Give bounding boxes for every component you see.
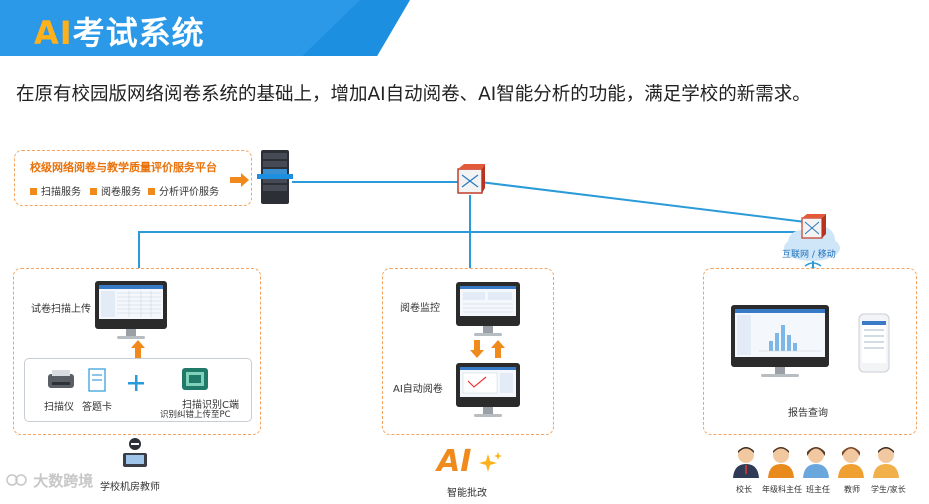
service-grade-label: 阅卷服务 xyxy=(101,187,141,198)
link-bus xyxy=(138,231,812,233)
cloud-icon xyxy=(784,214,840,261)
teacher-avatar-icon xyxy=(838,447,864,478)
watermark: 大数跨境 xyxy=(6,470,93,491)
teacher-icon xyxy=(123,438,147,467)
left-monitor-foot xyxy=(117,336,145,339)
header-banner-highlight xyxy=(0,0,360,56)
head-teacher-avatar-icon xyxy=(803,447,829,478)
grade-director-avatar-icon xyxy=(768,447,794,478)
plus-icon xyxy=(128,375,144,391)
right-monitor-screen xyxy=(735,309,825,357)
grading-icon xyxy=(460,367,516,394)
student-parent-avatar-icon xyxy=(873,447,899,478)
arrow-right-icon xyxy=(230,173,249,187)
middle-monitor-bottom-stand xyxy=(483,407,493,415)
client-label: 扫描识别C端 xyxy=(182,400,239,411)
service-grade: 阅卷服务 xyxy=(90,183,141,198)
role-student-parent: 学生/家长 xyxy=(871,485,906,494)
cloud-label: 互联网 / 移动 xyxy=(782,250,836,260)
auto-grading-label: AI自动阅卷 xyxy=(393,384,443,395)
title-rest: 考试系统 xyxy=(72,14,205,52)
report-label: 报告查询 xyxy=(788,408,828,419)
role-principal: 校长 xyxy=(736,485,752,494)
arrow-up-icon xyxy=(131,340,145,358)
card-label: 答题卡 xyxy=(82,402,112,413)
ai-logo: AI xyxy=(437,444,471,479)
dashboard-icon xyxy=(460,286,516,313)
left-monitor-screen xyxy=(99,285,163,319)
router-icon xyxy=(457,164,485,194)
role-grade-director: 年级科主任 xyxy=(762,485,802,494)
arrow-up-icon-2 xyxy=(491,340,505,358)
left-bottom-label: 学校机房教师 xyxy=(100,482,160,493)
watermark-text: 大数跨境 xyxy=(33,472,94,490)
platform-title: 校级网络阅卷与教学质量评价服务平台 xyxy=(30,161,217,174)
middle-monitor-top-foot xyxy=(474,333,502,336)
platform-box xyxy=(14,150,252,206)
left-monitor-stand xyxy=(126,329,136,337)
role-head-teacher: 班主任 xyxy=(806,485,830,494)
link-middle-down xyxy=(469,231,471,268)
right-monitor xyxy=(731,305,829,377)
left-inner-box xyxy=(24,358,252,422)
service-analysis-label: 分析评价服务 xyxy=(159,187,219,198)
middle-bottom-label: 智能批改 xyxy=(447,488,487,499)
link-server-router xyxy=(292,181,460,183)
server-icon xyxy=(257,150,293,204)
middle-monitor-top-stand xyxy=(483,326,493,334)
link-router-cloud xyxy=(479,181,810,224)
ai-logo-text: AI xyxy=(437,444,472,479)
right-monitor-foot xyxy=(761,374,799,377)
scanner-icon xyxy=(48,370,74,388)
middle-monitor-bottom xyxy=(456,363,520,417)
link-left-down xyxy=(138,231,140,268)
service-scan-label: 扫描服务 xyxy=(41,187,81,198)
left-monitor xyxy=(95,281,167,339)
service-scan: 扫描服务 xyxy=(30,183,81,198)
monitor-label: 阅卷监控 xyxy=(400,303,440,314)
link-router-down xyxy=(469,195,471,231)
report-chart-icon xyxy=(735,309,825,355)
bullet-icon xyxy=(30,188,37,195)
page-subtitle: 在原有校园版网络阅卷系统的基础上，增加AI自动阅卷、AI智能分析的功能，满足学校… xyxy=(16,84,811,105)
service-analysis: 分析评价服务 xyxy=(148,183,219,198)
title-ai: AI xyxy=(34,14,73,52)
bullet-icon xyxy=(148,188,155,195)
phone-icon xyxy=(858,313,890,373)
middle-monitor-top xyxy=(456,282,520,336)
scanner-label: 扫描仪 xyxy=(44,402,74,413)
spreadsheet-icon xyxy=(99,285,163,317)
principal-avatar-icon xyxy=(733,447,759,478)
middle-monitor-bottom-screen xyxy=(460,367,516,397)
answer-card-icon xyxy=(88,368,106,392)
chip-icon xyxy=(182,368,208,390)
middle-monitor-bottom-foot xyxy=(474,414,502,417)
page-title: AI考试系统 xyxy=(34,8,205,54)
bullet-icon xyxy=(90,188,97,195)
arrow-down-icon xyxy=(470,340,484,358)
watermark-logo-icon xyxy=(6,474,27,486)
sparkle-icon xyxy=(479,452,502,472)
client-sub-label: 识别纠错上传至PC xyxy=(160,410,231,420)
role-teacher: 教师 xyxy=(844,485,860,494)
upload-label: 试卷扫描上传 xyxy=(31,304,91,315)
right-monitor-stand xyxy=(775,367,785,375)
middle-monitor-top-screen xyxy=(460,286,516,316)
